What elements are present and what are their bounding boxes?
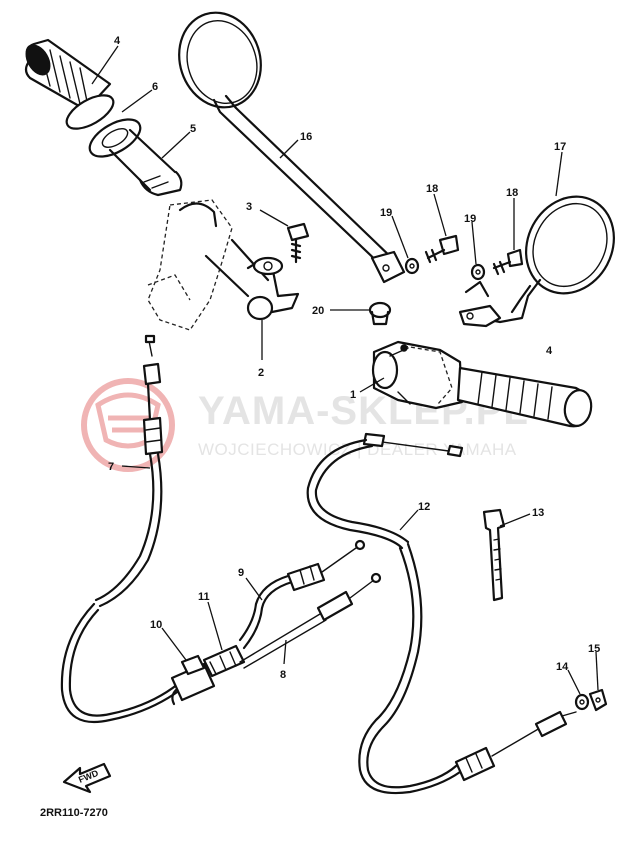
callout-14: 14 <box>556 661 569 673</box>
callout-3: 3 <box>246 201 252 213</box>
fwd-arrow-icon: FWD <box>62 762 112 794</box>
callout-20: 20 <box>312 305 324 317</box>
cable-tie-13 <box>482 508 506 602</box>
callout-18-left: 18 <box>426 183 438 195</box>
clip-15 <box>588 688 608 712</box>
right-mirror <box>458 195 615 328</box>
callout-13: 13 <box>532 507 544 519</box>
grip-collar <box>65 94 142 158</box>
diagram-code: 2RR110-7270 <box>40 807 108 819</box>
bolt-18-right <box>492 248 524 276</box>
washer-19-right <box>470 263 486 281</box>
callout-4-left-grip: 4 <box>114 35 121 47</box>
callout-2: 2 <box>258 367 264 379</box>
cable-12 <box>306 432 577 795</box>
throttle-housing <box>371 340 464 410</box>
washer-14 <box>574 693 590 711</box>
washer-19-left <box>404 257 420 275</box>
callout-16: 16 <box>300 131 312 143</box>
left-handlebar-tube <box>108 128 183 197</box>
cable-junction <box>170 644 246 706</box>
callout-10: 10 <box>150 619 162 631</box>
left-grip <box>24 38 112 112</box>
plug-20 <box>368 301 392 326</box>
callout-19-left: 19 <box>380 207 392 219</box>
bolt-18-left <box>424 234 460 264</box>
left-switch-housing <box>147 199 300 331</box>
callout-12: 12 <box>418 501 430 513</box>
bolt-3 <box>286 222 310 264</box>
left-mirror <box>178 11 406 284</box>
callout-11: 11 <box>198 591 210 603</box>
callout-1: 1 <box>350 389 356 401</box>
cable-7 <box>60 334 182 724</box>
callout-5: 5 <box>190 123 196 135</box>
callout-7: 7 <box>108 461 114 473</box>
callouts: 4 6 5 16 3 2 19 18 19 18 17 20 4 1 7 12 … <box>91 35 600 695</box>
right-grip <box>456 366 593 428</box>
callout-8: 8 <box>280 669 286 681</box>
callout-17: 17 <box>554 141 566 153</box>
callout-6: 6 <box>152 81 158 93</box>
callout-4-right-grip: 4 <box>546 345 553 357</box>
callout-9: 9 <box>238 567 244 579</box>
callout-18-right: 18 <box>506 187 518 199</box>
cable-9 <box>238 539 366 650</box>
callout-15: 15 <box>588 643 600 655</box>
callout-19-right: 19 <box>464 213 476 225</box>
cable-8 <box>239 572 382 669</box>
